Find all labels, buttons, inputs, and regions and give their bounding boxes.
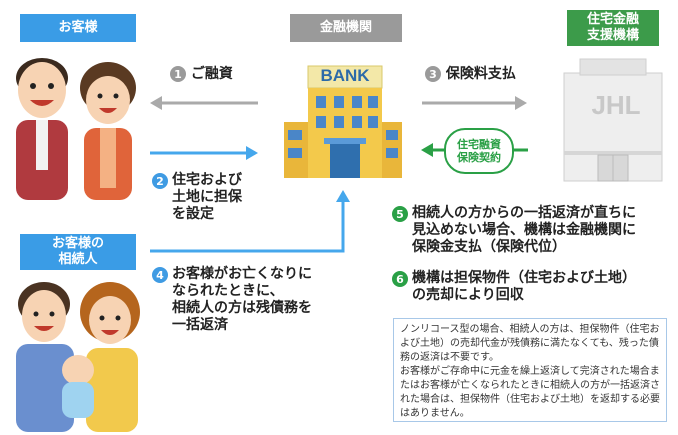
- nonrecourse-note: ノンリコース型の場合、相続人の方は、担保物件（住宅および土地）の売却代金が残債務…: [393, 318, 667, 422]
- step-4: 4 お客様がお亡くなりに なられたときに、 相続人の方は残債務を 一括返済: [152, 266, 312, 334]
- insurance-contract-label: 住宅融資 保険契約: [457, 138, 501, 164]
- bank-header: 金融機関: [290, 14, 402, 42]
- jhl-sign: JHL: [591, 90, 641, 120]
- note-paragraph-2: お客様がご存命中に元金を繰上返済して完済された場合またはお客様が亡くなられたとき…: [400, 366, 660, 419]
- step-5: 5 相続人の方からの一括返済が直ちに 見込めない場合、機構は金融機関に 保険金支…: [392, 205, 636, 256]
- step-4-label: お客様がお亡くなりに なられたときに、 相続人の方は残債務を 一括返済: [172, 266, 312, 333]
- arrow-3-premium: [422, 96, 527, 110]
- step-1-label: ご融資: [190, 66, 233, 82]
- heir-family-illustration: [16, 282, 140, 432]
- bank-building-illustration: [284, 65, 402, 178]
- step-6-label: 機構は担保物件（住宅および土地） の売却により回収: [412, 270, 636, 303]
- step-3-label: 保険料支払: [445, 66, 516, 82]
- step-3: 3 保険料支払: [425, 66, 516, 83]
- step-1-number: 1: [170, 66, 186, 82]
- arrow-2-collateral: [150, 146, 258, 160]
- jhf-header: 住宅金融 支援機構: [567, 10, 659, 46]
- arrow-4-repayment: [150, 190, 350, 253]
- jhl-building-illustration: [563, 58, 663, 182]
- step-2: 2 住宅および 土地に担保 を設定: [152, 172, 242, 223]
- step-2-number: 2: [152, 173, 168, 189]
- heir-header: お客様の 相続人: [20, 234, 136, 270]
- customer-couple-illustration: [16, 58, 136, 200]
- step-4-number: 4: [152, 267, 168, 283]
- step-5-number: 5: [392, 206, 408, 222]
- arrow-1-loan: [150, 96, 258, 110]
- customer-header: お客様: [20, 14, 136, 42]
- step-5-label: 相続人の方からの一括返済が直ちに 見込めない場合、機構は金融機関に 保険金支払（…: [412, 205, 636, 255]
- note-paragraph-1: ノンリコース型の場合、相続人の方は、担保物件（住宅および土地）の売却代金が残債務…: [400, 324, 660, 363]
- step-6-number: 6: [392, 271, 408, 287]
- step-2-label: 住宅および 土地に担保 を設定: [172, 172, 242, 222]
- step-3-number: 3: [425, 66, 441, 82]
- step-6: 6 機構は担保物件（住宅および土地） の売却により回収: [392, 270, 636, 304]
- step-1: 1 ご融資: [170, 66, 233, 83]
- insurance-contract-badge: 住宅融資 保険契約: [444, 128, 514, 174]
- bank-sign: BANK: [320, 66, 370, 85]
